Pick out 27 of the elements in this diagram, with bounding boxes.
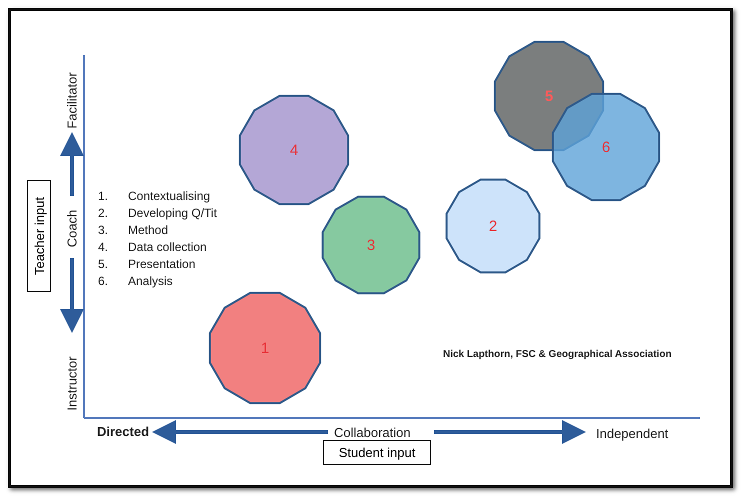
list-number: 3. [98, 223, 108, 237]
stage-number: 3 [366, 236, 376, 254]
list-item: Analysis [128, 274, 173, 288]
axis-label: Facilitator [64, 72, 80, 128]
list-number: 6. [98, 274, 108, 288]
list-number: 2. [98, 206, 108, 220]
axis-label: Directed [97, 424, 150, 439]
list-item: Method [128, 223, 168, 237]
list-item: Developing Q/Tit [128, 206, 217, 220]
axis-label: Collaboration [334, 425, 411, 440]
axis-title: Teacher input [27, 180, 51, 292]
axis-title: Student input [323, 440, 431, 465]
stage-number: 1 [260, 340, 270, 356]
axis-label: Coach [64, 209, 80, 247]
list-item: Contextualising [128, 189, 210, 203]
list-number: 1. [98, 189, 108, 203]
list-item: Data collection [128, 240, 207, 254]
axis-label: Instructor [64, 356, 80, 410]
list-number: 4. [98, 240, 108, 254]
stage-number: 2 [488, 218, 498, 234]
credit-text: Nick Lapthorn, FSC & Geographical Association [443, 349, 672, 360]
axis-label: Independent [596, 426, 668, 441]
list-item: Presentation [128, 257, 196, 271]
stage-number: 4 [290, 142, 298, 158]
stage-number: 6 [602, 138, 610, 156]
list-number: 5. [98, 257, 108, 271]
stage-number: 5 [544, 88, 554, 104]
